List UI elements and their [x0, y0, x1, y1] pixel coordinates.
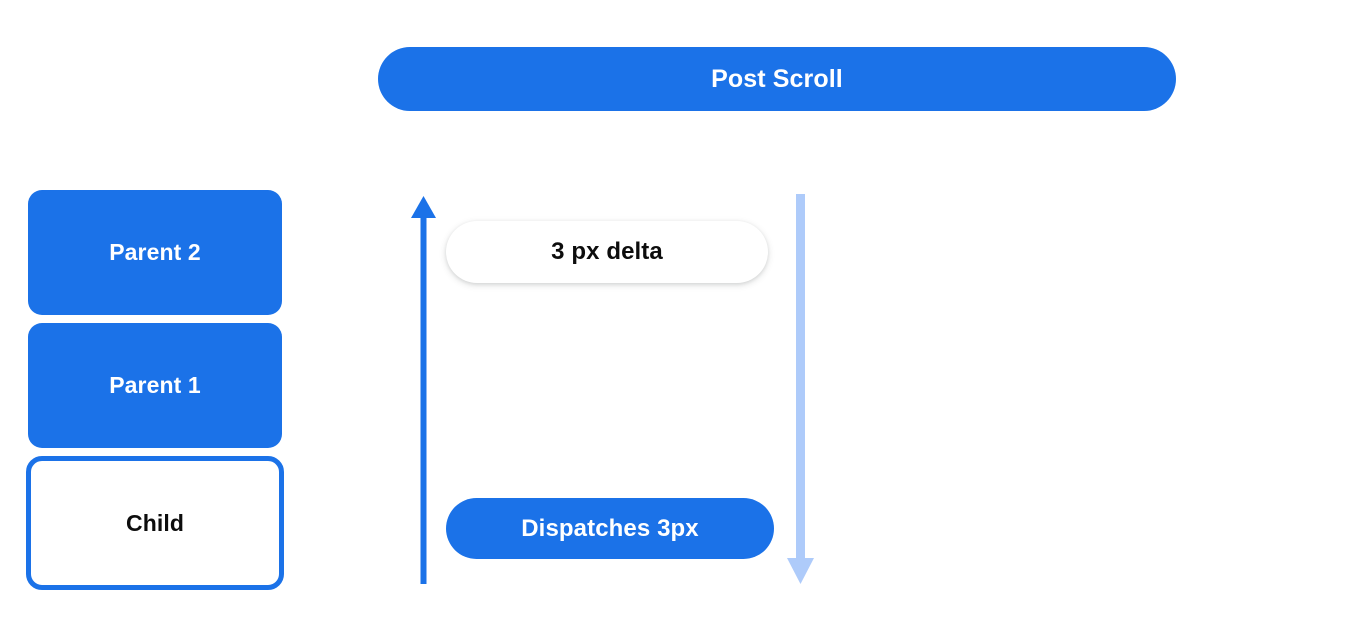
- box-parent-2-label: Parent 2: [109, 239, 201, 265]
- box-child: Child: [26, 456, 284, 590]
- box-parent-2: Parent 2: [28, 190, 282, 315]
- scroll-up-arrow: [411, 196, 436, 584]
- box-stack: Parent 2 Parent 1 Child: [26, 190, 284, 590]
- post-scroll-header: Post Scroll: [378, 47, 1176, 111]
- box-parent-1-label: Parent 1: [109, 372, 201, 398]
- dispatch-annotation: Dispatches 3px: [446, 498, 774, 559]
- box-child-label: Child: [126, 509, 184, 536]
- scroll-down-arrow: [787, 194, 814, 584]
- post-scroll-header-label: Post Scroll: [711, 64, 843, 93]
- delta-annotation-label: 3 px delta: [551, 238, 663, 265]
- dispatch-annotation-label: Dispatches 3px: [521, 514, 699, 542]
- delta-annotation: 3 px delta: [446, 221, 768, 283]
- box-parent-1: Parent 1: [28, 323, 282, 448]
